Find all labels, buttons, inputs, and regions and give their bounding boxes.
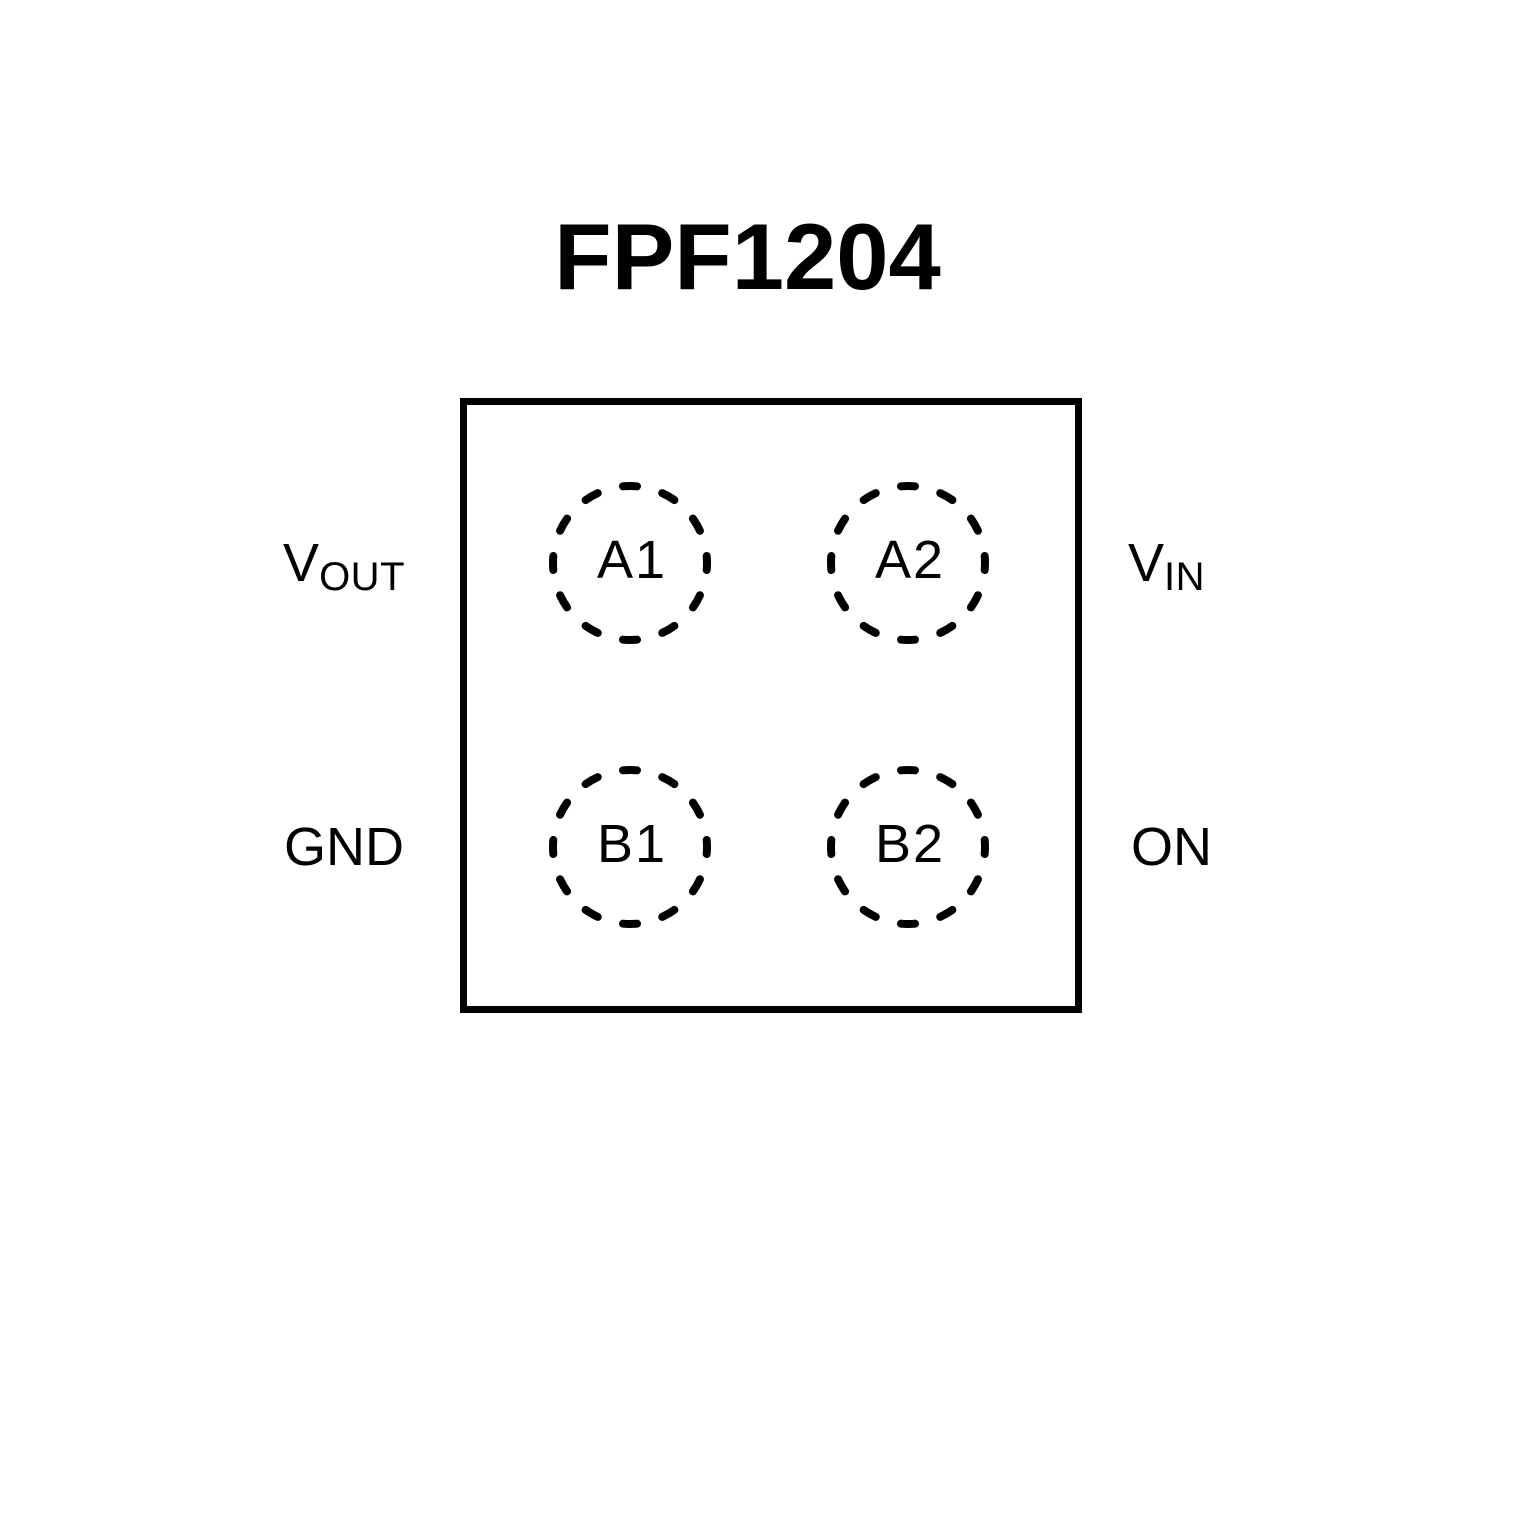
package-body-outline [460, 398, 1082, 1013]
pad-circle-b1 [549, 766, 711, 928]
pin-label-on-main: ON [1131, 817, 1212, 877]
pad-label-a2: A2 [874, 530, 946, 590]
pin-label-on: ON [1131, 820, 1212, 888]
pin-label-vout: VOUT [283, 536, 405, 604]
pin-label-vin-sub: IN [1164, 554, 1206, 599]
pin-label-gnd-main: GND [284, 817, 404, 877]
pin-label-vin-main: V [1128, 533, 1165, 593]
pad-circle-b2 [827, 766, 989, 928]
pin-label-gnd: GND [284, 820, 404, 888]
pin-label-vin: VIN [1128, 536, 1205, 604]
pin-label-vout-sub: OUT [319, 554, 405, 599]
pad-circle-a1 [549, 482, 711, 644]
pad-label-b2: B2 [874, 814, 946, 874]
pad-label-b1: B1 [596, 814, 668, 874]
pad-circle-a2 [827, 482, 989, 644]
pad-label-a1: A1 [596, 530, 668, 590]
chip-title: FPF1204 [554, 204, 941, 309]
pin-label-vout-main: V [283, 533, 320, 593]
